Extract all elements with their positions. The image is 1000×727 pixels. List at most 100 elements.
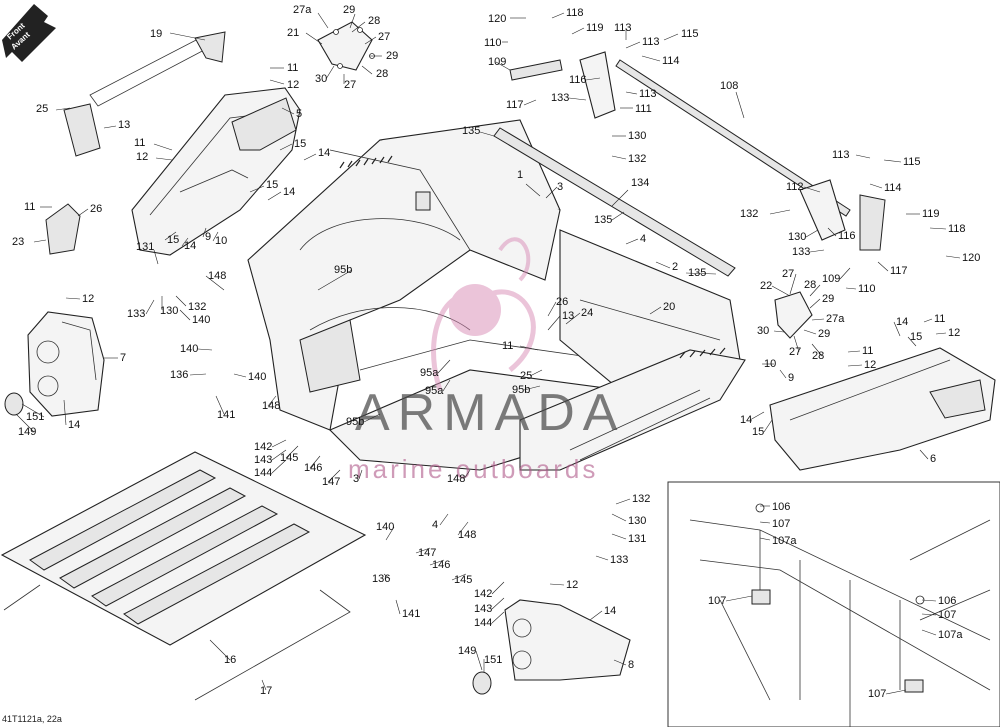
leader-line xyxy=(529,369,543,377)
watermark-tagline: marine outboards xyxy=(348,454,598,484)
callout-25: 25 xyxy=(520,370,532,382)
callout-132: 132 xyxy=(628,153,646,165)
callout-140: 140 xyxy=(376,521,394,533)
callout-113: 113 xyxy=(614,22,632,34)
leader-line xyxy=(351,21,366,33)
leader-lines xyxy=(15,12,961,695)
leader-line xyxy=(625,91,638,95)
callout-111: 111 xyxy=(635,103,652,115)
leader-line xyxy=(877,261,889,272)
callout-107: 107 xyxy=(868,688,886,700)
leader-line xyxy=(547,315,561,331)
part-8-right-corner-housing xyxy=(504,599,631,681)
leader-line xyxy=(279,143,293,151)
leader-line xyxy=(175,295,187,307)
callout-147: 147 xyxy=(418,547,436,559)
leader-line xyxy=(169,32,206,41)
leader-line xyxy=(439,513,449,526)
callout-6: 6 xyxy=(930,453,936,465)
callout-3: 3 xyxy=(557,181,563,193)
leader-line xyxy=(803,329,817,335)
leader-line xyxy=(361,65,373,75)
callout-107a: 107a xyxy=(938,629,963,641)
leader-line xyxy=(451,573,467,581)
leader-line xyxy=(809,284,821,297)
callout-110: 110 xyxy=(484,37,502,49)
callout-143: 143 xyxy=(254,454,272,466)
leader-line xyxy=(725,595,753,602)
callout-135: 135 xyxy=(594,214,612,226)
callout-132: 132 xyxy=(188,301,206,313)
callout-130: 130 xyxy=(788,231,806,243)
callout-135: 135 xyxy=(688,267,706,279)
leader-line xyxy=(805,229,819,238)
leader-line xyxy=(179,309,191,321)
leader-line xyxy=(271,449,287,461)
leader-line xyxy=(209,639,231,661)
callout-115: 115 xyxy=(903,156,921,168)
callout-117: 117 xyxy=(890,265,908,277)
callout-8: 8 xyxy=(628,659,634,671)
callout-14: 14 xyxy=(68,419,80,431)
callout-15: 15 xyxy=(752,426,764,438)
callout-14: 14 xyxy=(740,414,752,426)
watermark-brand: ARMADA xyxy=(355,384,625,442)
callout-107: 107 xyxy=(772,518,790,530)
leader-line xyxy=(415,547,431,554)
leader-line xyxy=(625,238,639,245)
leader-line xyxy=(281,107,295,115)
callout-22: 22 xyxy=(760,280,772,292)
callout-4: 4 xyxy=(432,519,438,531)
callout-11: 11 xyxy=(287,62,298,74)
leader-line xyxy=(55,107,71,111)
part-149-reflector xyxy=(4,392,24,416)
leader-line xyxy=(883,159,902,163)
leader-line xyxy=(611,513,627,522)
leader-line xyxy=(523,385,541,391)
callout-12: 12 xyxy=(864,359,876,371)
callout-107: 107 xyxy=(708,595,726,607)
leader-line xyxy=(249,185,265,193)
callout-15: 15 xyxy=(294,138,306,150)
part-5-left-side-panel xyxy=(131,87,301,256)
leader-line xyxy=(793,335,800,353)
part-right-rear-grill-panel xyxy=(519,347,746,471)
callout-15: 15 xyxy=(167,234,179,246)
watermark-logo-mark xyxy=(431,237,536,391)
callout-107: 107 xyxy=(938,609,956,621)
callout-143: 143 xyxy=(474,603,492,615)
leader-line xyxy=(921,599,937,602)
leader-line xyxy=(763,419,773,433)
callout-12: 12 xyxy=(136,151,148,163)
leader-line xyxy=(153,249,159,265)
callout-145: 145 xyxy=(280,452,298,464)
leader-line xyxy=(271,459,287,474)
leader-line xyxy=(811,343,823,357)
callout-116: 116 xyxy=(569,74,587,86)
part-6-right-side-panel xyxy=(769,347,996,471)
callout-140: 140 xyxy=(180,343,198,355)
leader-line xyxy=(383,573,391,580)
leader-line xyxy=(77,208,89,217)
leader-line xyxy=(759,521,771,524)
callout-133: 133 xyxy=(610,554,628,566)
leader-line xyxy=(103,125,117,129)
leader-line xyxy=(153,143,173,151)
callout-27: 27 xyxy=(378,31,390,43)
leader-line xyxy=(317,269,353,291)
callout-106: 106 xyxy=(772,501,790,513)
callout-7: 7 xyxy=(120,352,126,364)
callout-11: 11 xyxy=(24,201,35,213)
leader-line xyxy=(385,526,395,541)
callout-15: 15 xyxy=(266,179,278,191)
callout-10: 10 xyxy=(764,358,776,370)
leader-line xyxy=(212,231,219,242)
leader-line xyxy=(855,154,871,159)
callout-147: 147 xyxy=(322,476,340,488)
callout-106: 106 xyxy=(938,595,956,607)
frame-inset xyxy=(667,481,1000,727)
callout-16: 16 xyxy=(224,654,236,666)
leader-line xyxy=(463,469,471,480)
callout-148: 148 xyxy=(458,529,476,541)
callout-5: 5 xyxy=(296,108,302,120)
